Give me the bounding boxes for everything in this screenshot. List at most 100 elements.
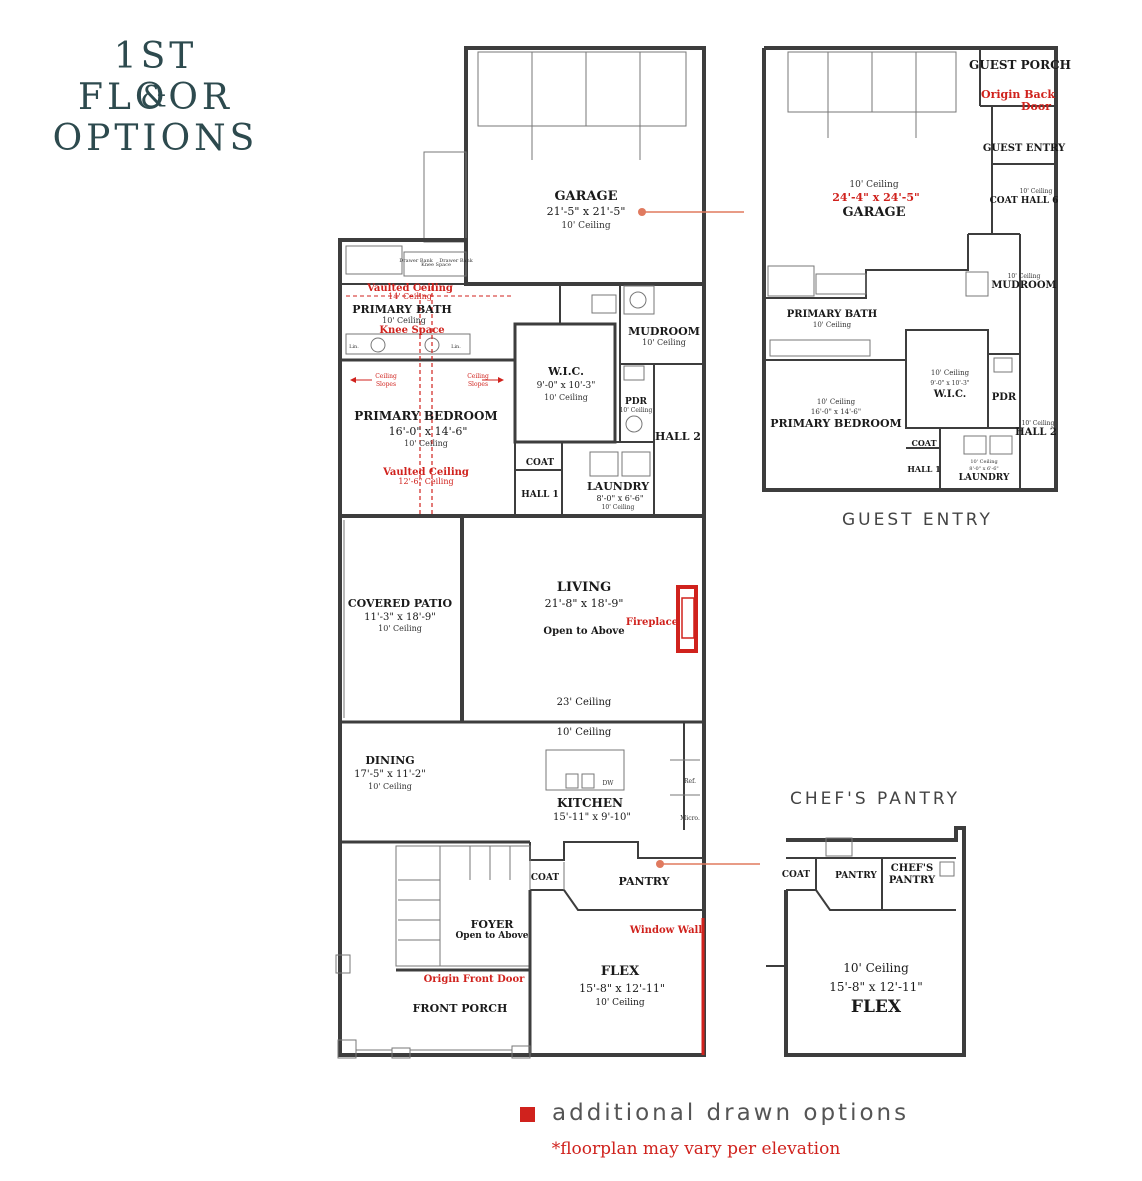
pdr-label: PDR xyxy=(625,397,648,407)
bedroom-vaulted-sub: 12'-6" Ceiling xyxy=(398,477,453,486)
wic-dim: 9'-0" x 10'-3" xyxy=(537,381,596,391)
ge-wic-dim: 9'-0" x 10'-3" xyxy=(930,380,969,387)
guest-entry-room-label: GUEST ENTRY xyxy=(983,143,1066,154)
ge-bedroom-label: PRIMARY BEDROOM xyxy=(770,417,901,430)
bath-vaulted-label: Vaulted Ceiling xyxy=(366,283,453,294)
chefs-pantry-walls xyxy=(766,826,966,1057)
primary-bath-ceiling: 10' Ceiling xyxy=(382,316,426,325)
ge-garage-ceiling: 10' Ceiling xyxy=(849,180,898,190)
title-line-1: 1ST FLOOR xyxy=(77,36,234,118)
ge-hall1-label: HALL 1 xyxy=(907,464,940,474)
lin-right: Lin. xyxy=(451,344,461,350)
dining-ceiling: 10' Ceiling xyxy=(368,782,412,791)
kitchen-dim: 15'-11" x 9'-10" xyxy=(553,812,631,823)
cp-pantry-label: PANTRY xyxy=(835,871,877,881)
ge-coat-label: COAT xyxy=(911,438,936,448)
living-open-above: Open to Above xyxy=(543,626,624,637)
foyer-open-above: Open to Above xyxy=(455,931,528,941)
covered-patio-ceiling: 10' Ceiling xyxy=(378,624,422,633)
ge-laundry-ceiling: 10' Ceiling xyxy=(970,459,998,465)
dining-label: DINING xyxy=(365,754,414,767)
laundry-ceiling: 10' Ceiling xyxy=(602,504,635,511)
ge-bedroom-dim: 16'-0" x 14'-6" xyxy=(811,408,861,416)
guest-entry-caption: GUEST ENTRY xyxy=(842,510,993,530)
slope-b-1: Ceiling xyxy=(467,373,489,380)
living-label: LIVING xyxy=(557,580,611,595)
origin-front-door-label: Origin Front Door xyxy=(424,974,526,985)
living-dim: 21'-8" x 18'-9" xyxy=(545,597,624,610)
title-line-2: & xyxy=(140,80,171,115)
flex-ceiling: 10' Ceiling xyxy=(595,998,644,1008)
guest-porch-label: GUEST PORCH xyxy=(969,58,1071,72)
pantry-callout-dot xyxy=(656,860,664,868)
primary-bedroom-ceiling: 10' Ceiling xyxy=(404,439,448,448)
drawer-bank-b: Drawer Bank xyxy=(439,258,473,264)
coat-label: COAT xyxy=(526,458,554,468)
dining-dim: 17'-5" x 11'-2" xyxy=(354,769,426,780)
laundry-dim: 8'-0" x 6'-6" xyxy=(596,494,643,503)
window-wall-label: Window Wall xyxy=(629,925,703,936)
slope-a-1: Ceiling xyxy=(375,373,397,380)
laundry-label: LAUNDRY xyxy=(587,480,649,493)
pdr-ceiling: 10' Ceiling xyxy=(620,407,653,414)
cp-chefs-pantry-label-2: PANTRY xyxy=(889,875,936,886)
hall2-label: HALL 2 xyxy=(655,430,701,443)
primary-bath-label: PRIMARY BATH xyxy=(352,303,452,316)
hall1-label: HALL 1 xyxy=(521,490,559,500)
pantry-label: PANTRY xyxy=(619,875,670,888)
main-plan-walls xyxy=(335,46,706,1059)
lin-left: Lin. xyxy=(349,344,359,350)
wic-ceiling: 10' Ceiling xyxy=(544,393,588,402)
coat2-label: COAT xyxy=(531,873,559,883)
ge-pdr-label: PDR xyxy=(992,392,1017,403)
ge-hall2-ceiling: 10' Ceiling xyxy=(1022,420,1055,427)
ge-garage-dim: 24'-4" x 24'-5" xyxy=(832,191,919,204)
micro-label: Micro. xyxy=(680,815,700,822)
dw-label: DW xyxy=(603,780,615,787)
bedroom-vaulted-label: Vaulted Ceiling xyxy=(382,467,469,478)
mudroom-label: MUDROOM xyxy=(628,325,700,338)
footnote: *floorplan may vary per elevation xyxy=(551,1139,841,1159)
chefs-pantry-caption: CHEF'S PANTRY xyxy=(790,789,961,809)
legend-swatch xyxy=(520,1107,535,1122)
slope-a-2: Slopes xyxy=(376,381,396,388)
ge-mudroom-label: MUDROOM xyxy=(991,280,1056,291)
ge-primary-bath-ceiling: 10' Ceiling xyxy=(813,321,852,329)
origin-back-door-label: Door xyxy=(1021,100,1051,113)
ge-garage-label: GARAGE xyxy=(842,205,905,220)
ge-laundry-dim: 8'-0" x 6'-6" xyxy=(969,466,998,472)
garage-dim: 21'-5" x 21'-5" xyxy=(547,205,626,218)
title-line-3: OPTIONS xyxy=(52,118,259,159)
garage-ceiling: 10' Ceiling xyxy=(561,221,610,231)
ge-primary-bath-label: PRIMARY BATH xyxy=(787,309,878,320)
front-porch-label: FRONT PORCH xyxy=(413,1002,508,1015)
garage-callout-dot xyxy=(638,208,646,216)
slope-b-2: Slopes xyxy=(468,381,488,388)
cp-flex-dim: 15'-8" x 12'-11" xyxy=(829,980,923,994)
origin-back-label: Origin Back xyxy=(981,88,1055,101)
ref-label: Ref. xyxy=(684,778,696,785)
garage-label: GARAGE xyxy=(554,189,617,204)
ge-wic-label: W.I.C. xyxy=(933,389,967,400)
ge-coat-hall-label: COAT HALL 6 xyxy=(990,196,1059,206)
guest-entry-walls xyxy=(762,46,1058,492)
legend-label: additional drawn options xyxy=(552,1100,910,1126)
cp-flex-ceiling: 10' Ceiling xyxy=(843,961,909,975)
kitchen-ceiling: 10' Ceiling xyxy=(557,727,612,738)
wic-label: W.I.C. xyxy=(547,365,584,378)
ge-bedroom-ceiling: 10' Ceiling xyxy=(817,398,856,406)
ge-mudroom-ceiling: 10' Ceiling xyxy=(1008,273,1041,280)
cp-flex-label: FLEX xyxy=(851,997,902,1017)
living-ceiling: 23' Ceiling xyxy=(557,697,612,708)
ge-hall2-label: HALL 2 xyxy=(1015,427,1057,438)
cp-coat-label: COAT xyxy=(782,870,810,880)
fireplace-label: Fireplace xyxy=(626,617,678,628)
cp-chefs-pantry-label-1: CHEF'S xyxy=(891,863,933,874)
ge-wic-ceiling: 10' Ceiling xyxy=(931,369,970,377)
covered-patio-label: COVERED PATIO xyxy=(348,597,453,610)
knee-space-label: Knee Space xyxy=(379,325,444,336)
primary-bedroom-label: PRIMARY BEDROOM xyxy=(354,409,497,423)
flex-label: FLEX xyxy=(601,964,640,979)
flex-dim: 15'-8" x 12'-11" xyxy=(579,982,665,995)
